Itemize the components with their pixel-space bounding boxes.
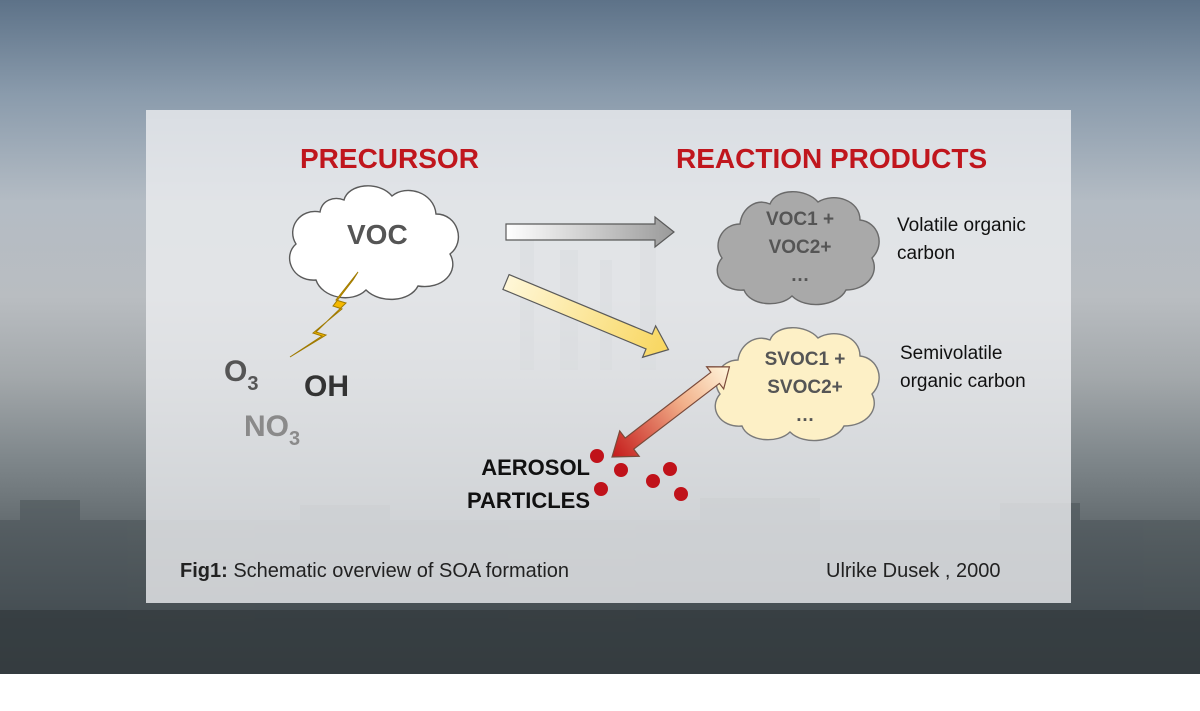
particle xyxy=(674,487,688,501)
particle xyxy=(614,463,628,477)
volatile-products-list: VOC1 + VOC2+ … xyxy=(752,206,848,290)
voc-cloud xyxy=(288,185,460,301)
voc-label: VOC xyxy=(347,219,408,250)
semivolatile-product-1: SVOC1 + xyxy=(764,349,846,370)
particle xyxy=(663,462,677,476)
aerosol-particles-label: AEROSOL PARTICLES xyxy=(466,455,590,513)
aerosol-particles xyxy=(590,449,688,501)
particle xyxy=(594,482,608,496)
semivolatile-product-2: SVOC2+ xyxy=(767,377,843,398)
arrow-to-volatile-products xyxy=(505,215,675,249)
ozone-label: O3 xyxy=(224,355,259,395)
lightning-icon xyxy=(289,271,359,358)
reaction-products-heading: REACTION PRODUCTS xyxy=(676,143,988,174)
semivolatile-product-more: … xyxy=(795,405,815,426)
equilibrium-arrow xyxy=(611,366,731,458)
volatile-description: Volatile organic carbon xyxy=(897,215,1026,264)
semivolatile-products-cloud xyxy=(714,327,880,442)
particle xyxy=(590,449,604,463)
semivolatile-products-list: SVOC1 + SVOC2+ … xyxy=(752,346,858,430)
nitrate-label: NO3 xyxy=(244,410,301,450)
volatile-product-1: VOC1 + xyxy=(765,209,835,230)
arrow-to-semivolatile-products xyxy=(502,273,670,359)
volatile-product-2: VOC2+ xyxy=(768,237,832,258)
figure-credit: Ulrike Dusek , 2000 xyxy=(826,560,1001,582)
diagram-panel xyxy=(146,110,1071,603)
semivolatile-description: Semivolatile organic carbon xyxy=(900,343,1026,392)
particle xyxy=(646,474,660,488)
hydroxyl-label: OH xyxy=(304,370,349,403)
volatile-product-more: … xyxy=(790,265,810,286)
volatile-products-cloud xyxy=(716,191,880,306)
figure-caption: Fig1: Schematic overview of SOA formatio… xyxy=(180,560,570,582)
precursor-heading: PRECURSOR xyxy=(300,143,479,174)
